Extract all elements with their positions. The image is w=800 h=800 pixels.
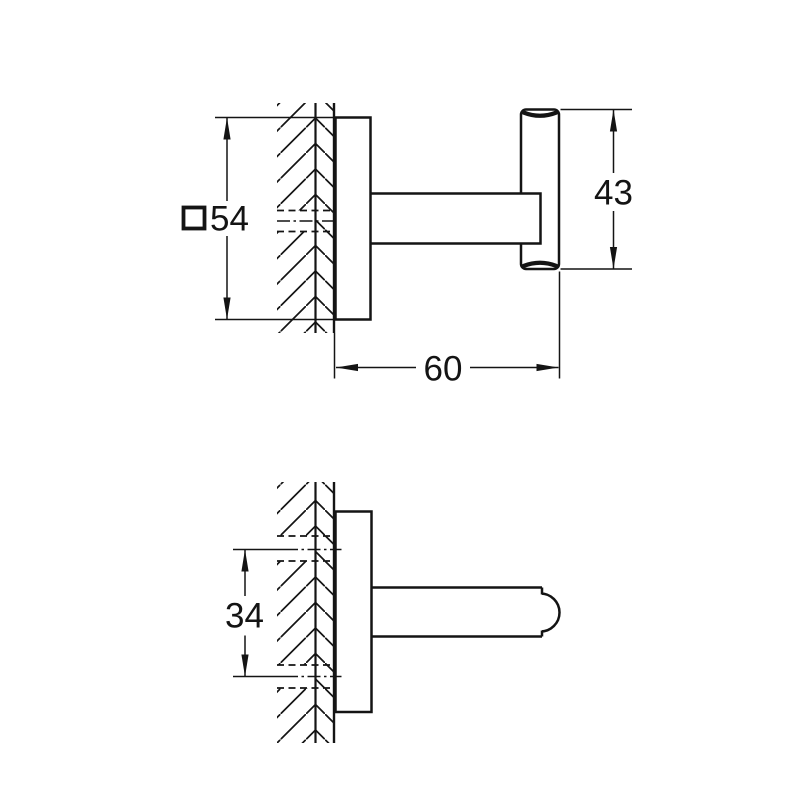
dim-label-projection: 60	[424, 350, 463, 389]
dimension-hook-height: 43	[560, 108, 636, 270]
post-cap-bottom	[521, 260, 559, 269]
hook-arm-body	[370, 193, 541, 244]
label-backing	[222, 597, 268, 636]
post-cap-top	[521, 110, 559, 118]
dim-label-plate-size: 54	[210, 200, 249, 239]
dim-label-hole-spacing: 34	[225, 597, 264, 636]
wall-hatch-inner	[315, 103, 334, 333]
label-backing	[416, 351, 470, 384]
arrowhead-up-icon	[609, 109, 618, 132]
dimension-plate-size: 54	[181, 116, 336, 321]
plan-view: 34	[222, 482, 561, 743]
arrowhead-left-icon	[336, 363, 358, 372]
arrowhead-up-icon	[223, 117, 231, 140]
arrowhead-down-icon	[223, 297, 231, 320]
arrowhead-down-icon	[609, 247, 618, 269]
label-backing	[205, 203, 253, 236]
backplate	[334, 510, 373, 714]
dim-label-hook-height: 43	[594, 174, 633, 213]
arrowhead-down-icon	[241, 654, 249, 677]
arrowhead-right-icon	[536, 363, 559, 372]
hook-arm-body	[371, 587, 542, 637]
dimension-hole-spacing: 34	[222, 549, 268, 677]
hook-post	[519, 108, 561, 271]
square-profile-symbol-icon	[181, 205, 207, 231]
arrowhead-up-icon	[241, 549, 249, 572]
dimension-projection: 60	[333, 271, 561, 389]
backplate	[334, 116, 372, 321]
side-view: 54 43 60	[181, 103, 636, 389]
wall-hatch-outer	[277, 482, 316, 743]
drill-hole-gap	[277, 536, 315, 561]
hook-arm	[370, 192, 542, 245]
label-backing	[591, 174, 636, 211]
wall-hatch-inner	[315, 482, 334, 743]
